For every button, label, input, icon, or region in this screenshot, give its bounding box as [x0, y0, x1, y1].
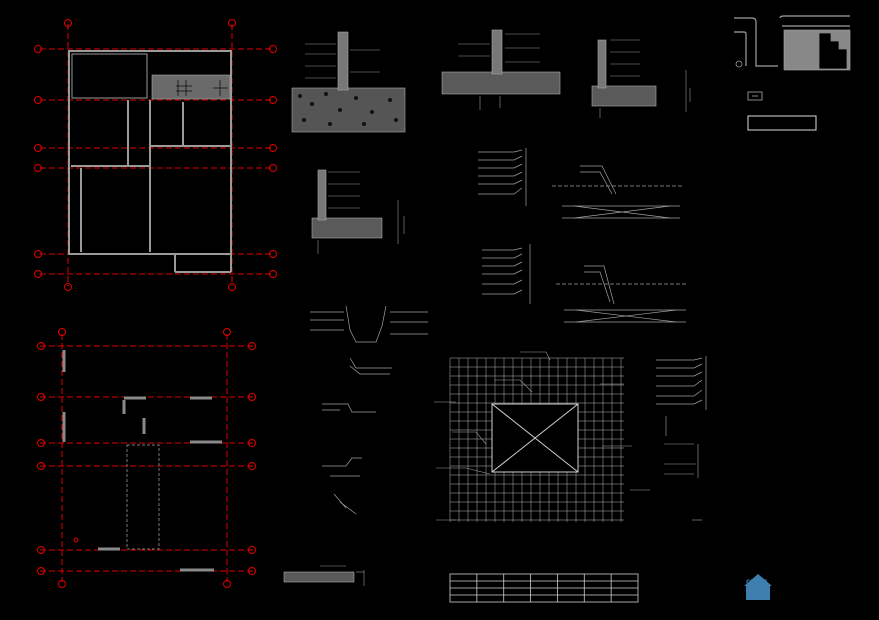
bottom-section-detail: [283, 565, 365, 586]
schedule-table: [449, 573, 639, 603]
stair-symbol: [176, 80, 228, 96]
walls: [68, 50, 232, 273]
wall-footing-detail: [311, 169, 405, 254]
house-logo-icon: [744, 574, 772, 586]
foundation-detail-2: [441, 29, 561, 110]
grid-lines-red: [40, 24, 272, 286]
mesh-leaders: [434, 351, 702, 521]
rebar-callouts: [478, 148, 707, 410]
location-plan: [734, 15, 851, 71]
company-logo: CLOSE: [744, 574, 772, 600]
floor-plan-upper: [34, 19, 277, 291]
rebar-mesh-plan: [449, 357, 624, 522]
small-bar-details: [310, 305, 428, 515]
mesh-opening: [491, 403, 579, 473]
foundation-detail-3: [591, 39, 691, 118]
grid-bubbles: [34, 19, 277, 291]
slab-sections: [552, 165, 688, 323]
title-block: [747, 91, 817, 131]
floor-plan-lower: [37, 328, 256, 588]
logo-text: CLOSE: [746, 579, 768, 586]
stair-hatch: [151, 74, 231, 100]
foundation-detail-1: [291, 31, 406, 133]
